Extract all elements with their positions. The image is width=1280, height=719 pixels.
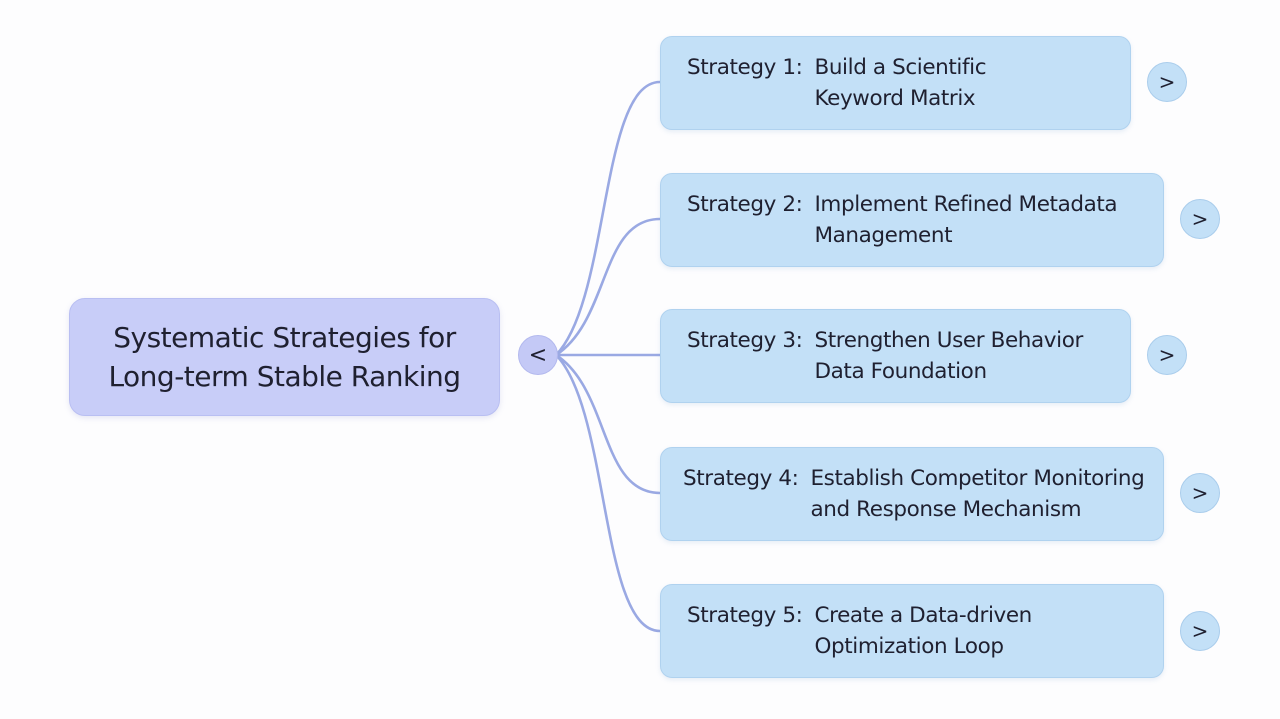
chevron-right-icon: > [1191, 207, 1209, 231]
root-title-line-1: Systematic Strategies for [113, 321, 456, 354]
strategy-4-prefix: Strategy 4: [683, 466, 799, 491]
strategy-node-5[interactable]: Strategy 5: Create a Data-driven Optimiz… [660, 584, 1164, 678]
strategy-5-prefix: Strategy 5: [687, 603, 803, 628]
strategy-1-prefix: Strategy 1: [687, 55, 803, 80]
strategy-4-title-line-2: and Response Mechanism [810, 497, 1082, 522]
strategy-node-1[interactable]: Strategy 1: Build a Scientific Keyword M… [660, 36, 1131, 130]
root-title-line-2: Long-term Stable Ranking [108, 360, 461, 393]
strategy-5-title-line-2: Optimization Loop [814, 634, 1004, 659]
chevron-right-icon: > [1191, 619, 1209, 643]
chevron-right-icon: > [1191, 481, 1209, 505]
connector-strategy-4 [555, 353, 661, 495]
strategy-3-prefix: Strategy 3: [687, 328, 803, 353]
strategy-5-title-line-1: Create a Data-driven [814, 603, 1032, 628]
chevron-left-icon: < [528, 342, 548, 368]
connector-strategy-2 [555, 217, 661, 357]
root-node[interactable]: Systematic Strategies for Long-term Stab… [69, 298, 500, 416]
strategy-1-title-line-2: Keyword Matrix [814, 86, 976, 111]
strategy-node-4[interactable]: Strategy 4: Establish Competitor Monitor… [660, 447, 1164, 541]
strategy-2-expand-button[interactable]: > [1180, 199, 1220, 239]
strategy-2-title-line-2: Management [814, 223, 953, 248]
strategy-3-title-line-1: Strengthen User Behavior [814, 328, 1083, 353]
strategy-4-title-line-1: Establish Competitor Monitoring [810, 466, 1145, 491]
strategy-2-prefix: Strategy 2: [687, 192, 803, 217]
connector-strategy-5 [555, 354, 661, 633]
strategy-1-title-line-1: Build a Scientific [814, 55, 987, 80]
strategy-3-expand-button[interactable]: > [1147, 335, 1187, 375]
collapse-toggle-button[interactable]: < [518, 335, 558, 375]
chevron-right-icon: > [1158, 343, 1176, 367]
strategy-1-expand-button[interactable]: > [1147, 62, 1187, 102]
strategy-node-3[interactable]: Strategy 3: Strengthen User Behavior Dat… [660, 309, 1131, 403]
connector-strategy-1 [555, 80, 661, 356]
chevron-right-icon: > [1158, 70, 1176, 94]
strategy-4-expand-button[interactable]: > [1180, 473, 1220, 513]
strategy-node-2[interactable]: Strategy 2: Implement Refined Metadata M… [660, 173, 1164, 267]
strategy-5-expand-button[interactable]: > [1180, 611, 1220, 651]
strategy-3-title-line-2: Data Foundation [814, 359, 987, 384]
strategy-2-title-line-1: Implement Refined Metadata [814, 192, 1118, 217]
